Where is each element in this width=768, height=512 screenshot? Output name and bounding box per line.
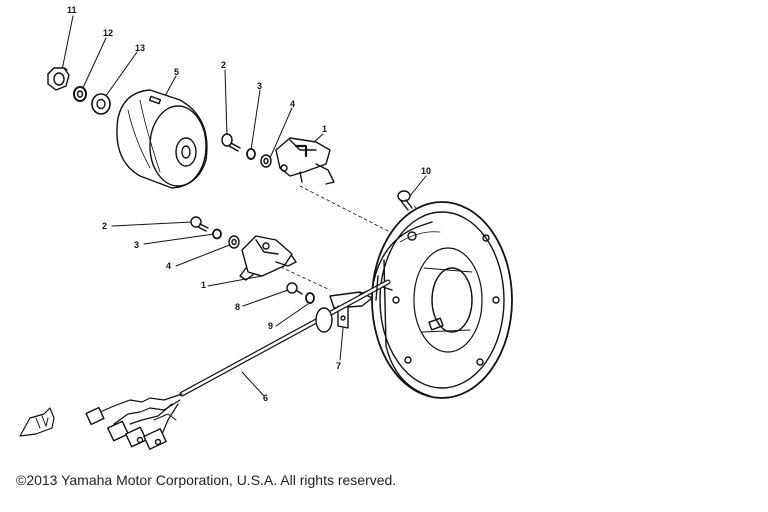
washer-9 [305,292,315,304]
callout-5: 5 [174,67,180,77]
callout-2: 2 [221,60,227,70]
lock-washer [73,86,87,102]
callout-10: 10 [421,166,432,176]
callout-13: 13 [135,43,146,53]
callout-7: 7 [336,361,342,371]
leader-lines [61,15,427,397]
nut [47,67,70,91]
copyright-notice: ©2013 Yamaha Motor Corporation, U.S.A. A… [16,472,397,488]
callout-12: 12 [103,28,114,38]
screw-upper [221,133,241,152]
spring-washer-upper [260,154,272,168]
plain-washer [91,93,111,115]
forward-arrow-icon [19,407,55,437]
callout-3: 3 [257,81,263,91]
callout-9: 9 [268,321,274,331]
rotor [116,89,208,189]
callout-4-lower: 4 [166,261,172,271]
callout-3-lower: 3 [134,240,140,250]
callout-1: 1 [322,124,328,134]
callout-6: 6 [263,393,269,403]
callout-2-lower: 2 [102,221,108,231]
callout-1-lower: 1 [201,280,207,290]
spring-washer-lower [228,235,240,249]
callout-11: 11 [67,5,77,15]
washer-lower [212,228,222,240]
contact-breaker-lower [239,235,297,281]
bolt [397,190,413,211]
screw-lower [190,216,209,232]
stator-plate [371,201,513,399]
callout-4: 4 [290,99,296,109]
wire-harness [85,275,391,450]
callout-8: 8 [235,302,241,312]
washer-upper [246,148,256,160]
contact-breaker-upper [275,137,335,185]
screw-8 [286,282,303,295]
